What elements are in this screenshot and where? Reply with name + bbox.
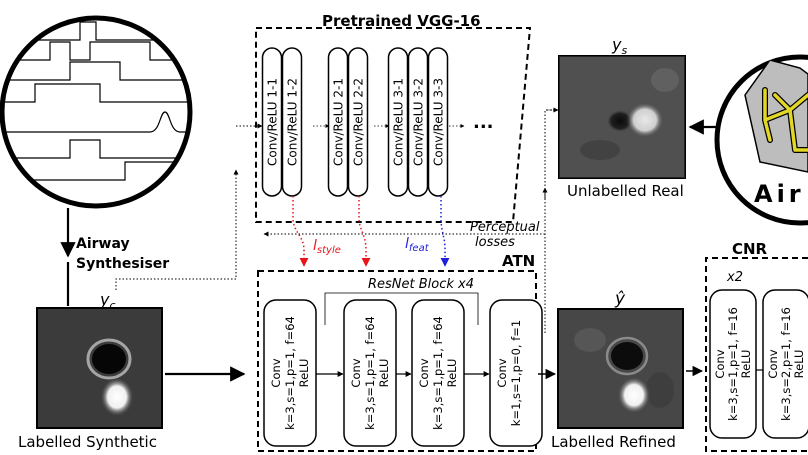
refined-caption: Labelled Refined [551,433,676,451]
cnr-block-text: ReLU [739,350,753,379]
synthesiser-waveform-icon [0,15,193,209]
synthesiser-label-line2: Synthesiser [76,256,169,272]
atn-block-text: Conv [495,358,509,387]
style-loss-arrow-a [292,196,309,267]
synthetic-caption: Labelled Synthetic [18,433,157,451]
vgg-layer-label: Conv/ReLU 1-1 [266,78,280,166]
atn-block-text: Conv [349,358,363,387]
atn-block-text: Conv [269,358,283,387]
atn-block-text: ReLU [297,359,311,388]
vgg-layer-label: Conv/ReLU 2-2 [352,78,366,166]
resnet-label: ResNet Block x4 [368,277,474,292]
vgg-layer-6: Conv/ReLU 3-2 [407,47,429,197]
airway-logo: Air [714,54,808,226]
vgg-layer-label: Conv/ReLU 3-2 [412,78,426,166]
atn-frame [257,270,537,452]
vgg-layer-label: Conv/ReLU 3-1 [392,78,406,166]
feat-loss-label: lfeat [405,236,430,254]
vgg-layer-3: Conv/ReLU 2-1 [327,47,349,197]
resnet-skip-connection [324,292,479,325]
cnr-repeat-label: x2 [726,270,743,285]
atn-block-text: k=1,s=1,p=0, f=1 [509,320,523,426]
ys-label: ys [611,35,627,57]
cnr-block-text: Conv [766,349,780,378]
cnr-block-text: k=3,s=1,p=1, f=16 [726,307,740,421]
cnr-block-text: ReLU [792,350,806,379]
atn-block-text: ReLU [445,359,459,388]
synthesiser-label-line1: Airway [76,236,130,252]
real-caption: Unlabelled Real [567,182,684,200]
atn-title: ATN [502,252,535,270]
perceptual-label-line1: Perceptual [470,220,540,235]
vgg-layer-4: Conv/ReLU 2-2 [347,47,369,197]
yhat-label: ŷ [614,289,626,309]
style-loss-label: lstyle [313,238,341,256]
cnr-block-text: k=3,s=2,p=1, f=16 [779,307,793,421]
style-loss-arrow-b [358,196,371,267]
vgg-layer-1: Conv/ReLU 1-1 [261,47,283,197]
vgg-title: Pretrained VGG-16 [322,12,481,30]
vgg-layer-group: Conv/ReLU 1-1 Conv/ReLU 1-2 Conv/ReLU 2-1 C… [261,47,465,197]
vgg-layer-2: Conv/ReLU 1-2 [281,47,303,197]
synthetic-image [36,307,163,429]
vgg-ellipsis: ... [473,112,494,133]
atn-block-text: Conv [417,358,431,387]
vgg-layer-label: Conv/ReLU 1-2 [286,78,300,166]
synthetic-to-vgg-dotted-path [115,169,239,290]
vgg-layer-5: Conv/ReLU 3-1 [387,47,409,197]
refined-to-vgg-dotted-path [544,109,558,333]
yc-label: yc [99,290,116,312]
vgg-layer-7: Conv/ReLU 3-3 [427,47,449,197]
cnr-block-text: Conv [713,349,727,378]
atn-block-text: k=3,s=1,p=1, f=64 [431,316,445,430]
atn-block-text: k=3,s=1,p=1, f=64 [283,316,297,430]
cnr-title: CNR [732,240,768,258]
vgg-layer-label: Conv/ReLU 2-1 [332,78,346,166]
refined-image [557,308,684,429]
vgg-layer-label: Conv/ReLU 3-3 [432,78,446,166]
vgg-frame [255,27,532,223]
cnr-frame [705,257,808,452]
atn-block-text: k=3,s=1,p=1, f=64 [363,316,377,430]
real-image [558,55,686,179]
perceptual-label-line2: losses [475,235,515,250]
logo-text: Air [754,180,805,208]
feat-loss-arrow [440,196,450,267]
atn-block-text: ReLU [377,359,391,388]
